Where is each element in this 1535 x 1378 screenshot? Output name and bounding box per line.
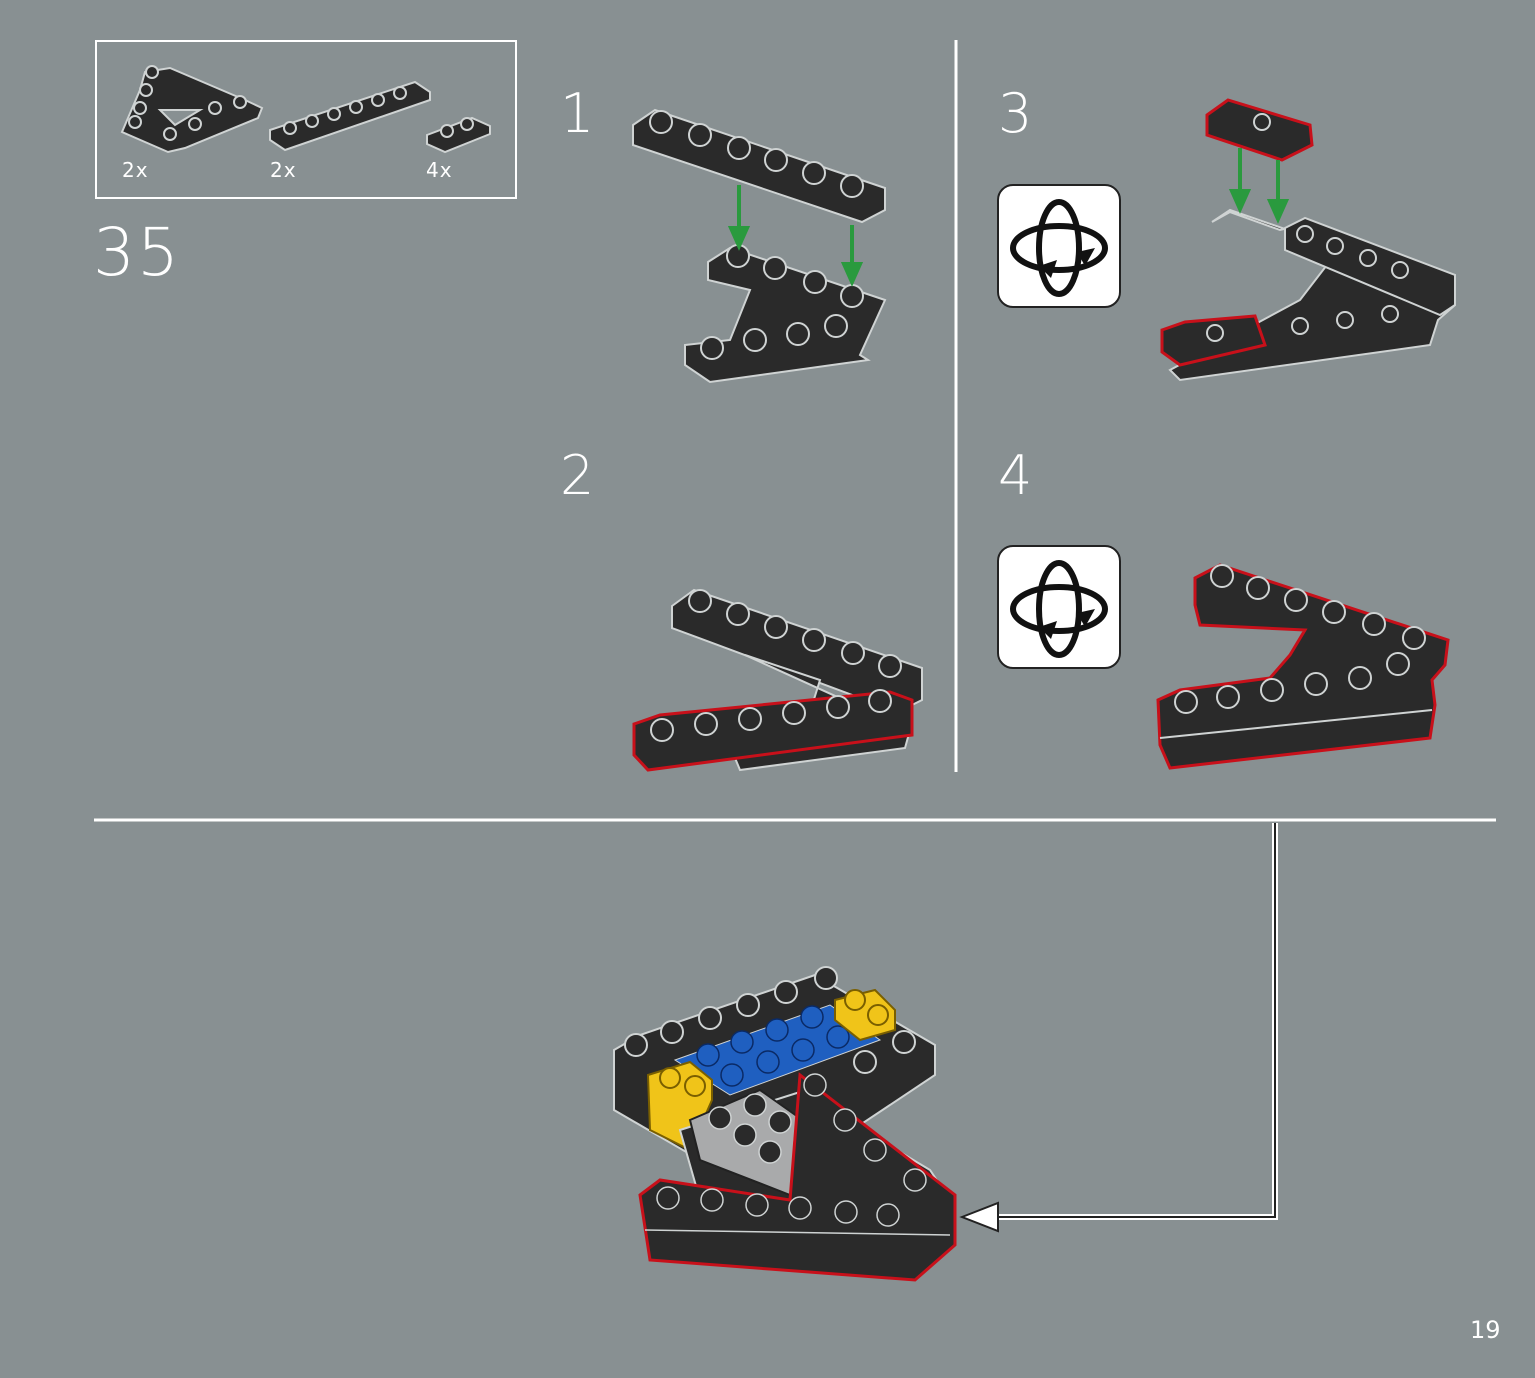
rotate-model-icon [997,545,1121,669]
page-number: 19 [1470,1316,1501,1344]
placement-arrow-icon [1228,148,1290,224]
substep-number-1: 1 [560,82,595,145]
substep-number-2: 2 [560,444,595,507]
part-plate-1x2-icon [426,116,491,154]
part-wedge-plate-icon [120,65,264,154]
callout-arrow-icon [959,1201,999,1233]
part-quantity-plate-1x2: 4x [426,158,453,182]
step1-illustration [632,108,887,384]
part-quantity-wedge: 2x [122,158,149,182]
rotate-model-icon [997,184,1121,308]
final-model-illustration [613,966,957,1282]
part-plate-1x8-icon [269,80,431,152]
parts-callout-box [95,40,517,199]
step4-illustration [1156,563,1450,770]
substep-number-3: 3 [998,82,1033,145]
substep-number-4: 4 [998,444,1033,507]
connector-line [959,823,1278,1233]
placement-arrow-icon [727,185,864,287]
part-quantity-plate-1x8: 2x [270,158,297,182]
main-step-number: 35 [93,214,181,291]
